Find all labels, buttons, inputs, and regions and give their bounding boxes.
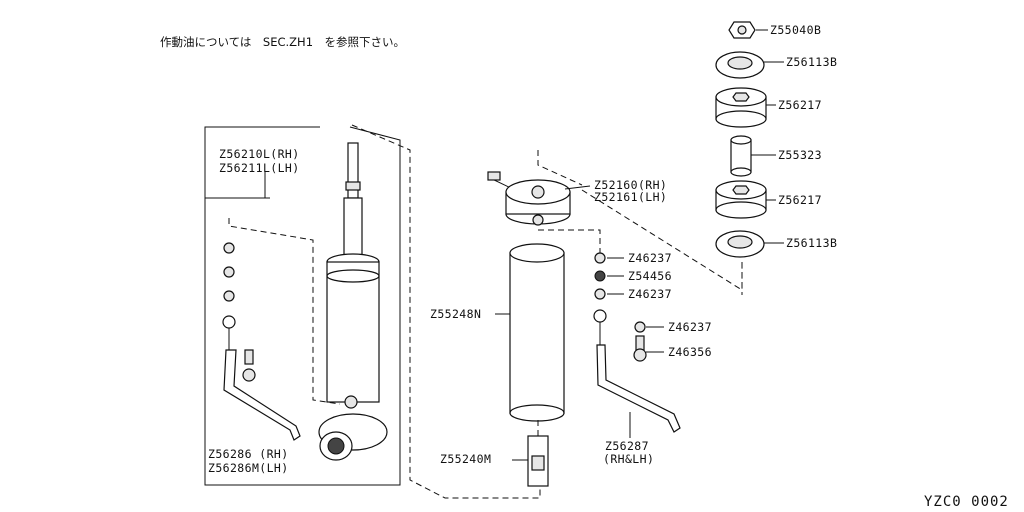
label-hose-rh: Z56286 (RH) [208, 447, 289, 461]
rod-collar [343, 197, 363, 261]
cap-port [532, 214, 544, 226]
label-strut-rh: Z56210L(RH) [219, 147, 300, 161]
label-collar: Z55323 [778, 148, 822, 162]
accumulator-cylinder [509, 252, 565, 414]
label-fitting: Z55240M [440, 452, 491, 466]
washer-b [594, 288, 606, 300]
diagram-code: YZC0 0002 [924, 494, 1009, 510]
bushing-bottom-lower [715, 201, 767, 219]
washer-c [634, 321, 646, 333]
insulator-top-inner [727, 56, 753, 70]
cap-dash [537, 150, 583, 186]
bolt-right [635, 335, 645, 351]
fitting-hex [531, 455, 545, 471]
hydraulic-hose-left [223, 349, 301, 441]
bolt-right-head [633, 348, 647, 362]
bushing-top-bottom [715, 110, 767, 128]
insulator-bottom-inner [727, 235, 753, 249]
strut-assembly [204, 124, 541, 499]
strut-to-fitting-dash [351, 124, 541, 499]
cylinder-top [509, 243, 565, 263]
label-seal: Z54456 [628, 269, 672, 283]
strut-ring [326, 269, 380, 283]
label-hose-lh: Z56286M(LH) [208, 461, 289, 475]
stack-dash-upper [581, 189, 743, 291]
cap-nipple-end [487, 171, 501, 181]
label-bushing-top: Z56217 [778, 98, 822, 112]
label-nut: Z55040B [770, 23, 821, 37]
mount-hole [327, 437, 345, 455]
mount-stack [581, 21, 784, 295]
seal-a [594, 270, 606, 282]
label-bolt: Z46356 [668, 345, 712, 359]
cylinder-bottom [509, 404, 565, 422]
bolt-left-head [242, 368, 256, 382]
label-washer-1: Z46237 [628, 251, 672, 265]
label-insulator-top: Z56113B [786, 55, 837, 69]
strut-body [326, 261, 380, 403]
nut-3 [223, 290, 235, 302]
hydraulic-hose-right [596, 344, 681, 433]
strut-bracket-line [204, 126, 401, 486]
rod-ring [345, 181, 361, 191]
banjo-fitting [222, 315, 236, 329]
accumulator-assembly [487, 150, 681, 487]
nut-hole [737, 25, 747, 35]
collar [730, 139, 752, 173]
collar-bottom [730, 167, 752, 177]
label-bushing-bottom: Z56217 [778, 193, 822, 207]
label-cylinder: Z55248N [430, 307, 481, 321]
bolt-left [244, 349, 254, 365]
nut-2 [223, 266, 235, 278]
strut-port [344, 395, 358, 409]
cylinder-dash [538, 229, 601, 255]
banjo-right [593, 309, 607, 323]
strut-dash [228, 218, 341, 405]
leader-cap [564, 185, 591, 190]
bushing-bottom-hex [732, 185, 750, 195]
label-cap-rh: Z52160(RH) [594, 178, 667, 192]
washer-a [594, 252, 606, 264]
cap-center [531, 185, 545, 199]
collar-top [730, 135, 752, 145]
label-hose2: Z56287 [605, 439, 649, 453]
label-strut-lh: Z56211L(LH) [219, 161, 300, 175]
label-cap-lh: Z52161(LH) [594, 190, 667, 204]
label-washer-2: Z46237 [628, 287, 672, 301]
bushing-top-hex [732, 92, 750, 102]
label-washer-3: Z46237 [668, 320, 712, 334]
label-insulator-bottom: Z56113B [786, 236, 837, 250]
nut-1 [223, 242, 235, 254]
label-hose2-side: (RH&LH) [603, 452, 654, 466]
hydraulic-oil-note: 作動油については SEC.ZH1 を参照下さい。 [160, 35, 405, 49]
